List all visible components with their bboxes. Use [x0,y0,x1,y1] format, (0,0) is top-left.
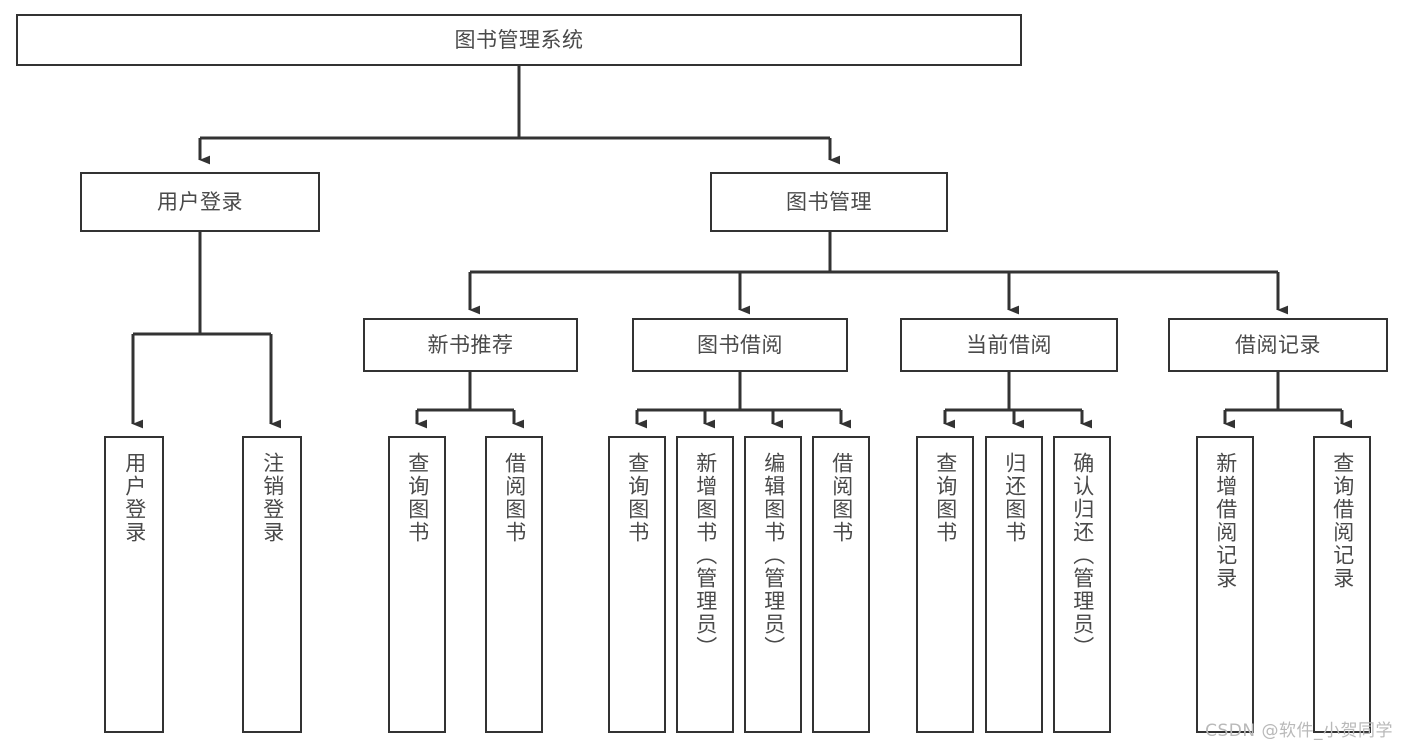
node-label: 图书借阅 [697,332,783,357]
node-leaf-add-book-admin[interactable]: 新增图书（管理员） [676,436,734,733]
node-leaf-confirm-return-admin[interactable]: 确认归还（管理员） [1053,436,1111,733]
node-leaf-borrow-book-recommend[interactable]: 借阅图书 [485,436,543,733]
node-leaf-logout[interactable]: 注销登录 [242,436,302,733]
node-leaf-query-book-recommend[interactable]: 查询图书 [388,436,446,733]
node-label: 新增借阅记录 [1213,452,1238,590]
node-label: 编辑图书（管理员） [761,452,786,659]
node-user-login[interactable]: 用户登录 [80,172,320,232]
node-label: 新书推荐 [427,332,514,357]
node-label: 查询图书 [933,452,958,544]
node-label: 用户登录 [122,452,147,544]
node-label: 查询借阅记录 [1330,452,1355,590]
node-leaf-return-book[interactable]: 归还图书 [985,436,1043,733]
node-label: 当前借阅 [966,332,1052,357]
node-borrowing-record[interactable]: 借阅记录 [1168,318,1388,372]
node-book-management[interactable]: 图书管理 [710,172,948,232]
node-label: 归还图书 [1002,452,1027,544]
node-label: 用户登录 [157,189,243,214]
node-leaf-query-borrow-record[interactable]: 查询借阅记录 [1313,436,1371,733]
node-label: 借阅记录 [1235,332,1321,357]
node-leaf-add-borrow-record[interactable]: 新增借阅记录 [1196,436,1254,733]
node-label: 确认归还（管理员） [1070,452,1095,659]
node-book-borrowing[interactable]: 图书借阅 [632,318,848,372]
node-root-book-management-system[interactable]: 图书管理系统 [16,14,1022,66]
node-label: 新增图书（管理员） [693,452,718,659]
node-label: 查询图书 [625,452,650,544]
node-label: 图书管理系统 [454,27,584,52]
node-leaf-user-login[interactable]: 用户登录 [104,436,164,733]
node-leaf-edit-book-admin[interactable]: 编辑图书（管理员） [744,436,802,733]
node-label: 查询图书 [405,452,430,544]
node-leaf-borrow-book[interactable]: 借阅图书 [812,436,870,733]
node-label: 注销登录 [260,452,285,544]
node-current-borrowing[interactable]: 当前借阅 [900,318,1118,372]
node-leaf-query-book-current[interactable]: 查询图书 [916,436,974,733]
node-label: 借阅图书 [502,452,527,544]
node-label: 图书管理 [786,189,872,214]
node-new-book-recommendation[interactable]: 新书推荐 [363,318,578,372]
csdn-watermark: CSDN @软件_小贺同学 [1205,721,1393,741]
node-label: 借阅图书 [829,452,854,544]
node-leaf-query-book-borrow[interactable]: 查询图书 [608,436,666,733]
